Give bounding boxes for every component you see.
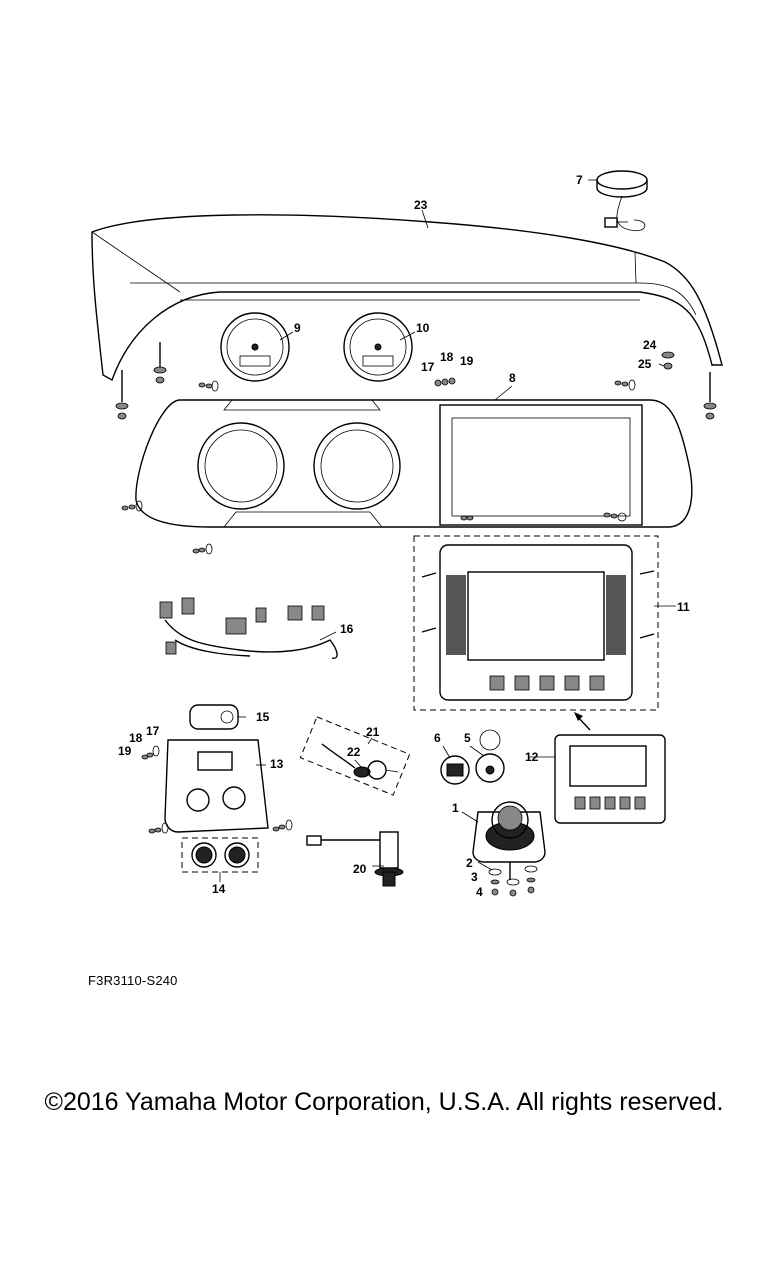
- callout-16: 16: [340, 622, 354, 636]
- callout-18b: 18: [129, 731, 143, 745]
- callout-18a: 18: [440, 350, 454, 364]
- callout-8: 8: [509, 371, 516, 385]
- part-6-socket[interactable]: [440, 755, 470, 785]
- diagram-code: F3R3110-S240: [88, 973, 178, 988]
- callout-21: 21: [366, 725, 380, 739]
- callout-labels: 7 23 9 10 24 25 17 18 19 8 11 16 15 18 1…: [118, 173, 690, 899]
- callout-2: 2: [466, 856, 473, 870]
- leader-lines: [219, 179, 676, 882]
- part-15-switch[interactable]: [189, 704, 239, 730]
- callout-19a: 19: [460, 354, 474, 368]
- switch-panel-fasteners: [141, 745, 293, 834]
- part-10-gauge[interactable]: [343, 312, 413, 382]
- callout-7: 7: [576, 173, 583, 187]
- part-12-small-display[interactable]: [554, 734, 666, 824]
- callout-1: 1: [452, 801, 459, 815]
- callout-5: 5: [464, 731, 471, 745]
- callout-10: 10: [416, 321, 430, 335]
- part-23-top-cover[interactable]: [91, 214, 723, 382]
- callout-13: 13: [270, 757, 284, 771]
- part-11-display-assembly[interactable]: [413, 535, 659, 711]
- callout-23: 23: [414, 198, 428, 212]
- callout-19b: 19: [118, 744, 132, 758]
- part-7-antenna[interactable]: [596, 170, 648, 232]
- callout-22: 22: [347, 745, 361, 759]
- part-14-knobs[interactable]: [181, 837, 259, 873]
- callout-17b: 17: [146, 724, 160, 738]
- callout-15: 15: [256, 710, 270, 724]
- callout-3: 3: [471, 870, 478, 884]
- copyright-notice: ©2016 Yamaha Motor Corporation, U.S.A. A…: [44, 1088, 724, 1116]
- callout-6: 6: [434, 731, 441, 745]
- callout-24: 24: [643, 338, 657, 352]
- part-8-dash-panel[interactable]: [135, 399, 693, 528]
- part-1-joystick[interactable]: [472, 801, 546, 880]
- callout-4: 4: [476, 885, 483, 899]
- callout-9: 9: [294, 321, 301, 335]
- part-5-socket[interactable]: [475, 729, 505, 783]
- callout-20: 20: [353, 862, 367, 876]
- panel-fasteners: [121, 377, 636, 555]
- part-13-switch-panel[interactable]: [164, 739, 269, 833]
- part-9-gauge[interactable]: [220, 312, 290, 382]
- joystick-fasteners: [488, 865, 538, 897]
- callout-11: 11: [677, 600, 690, 614]
- callout-17a: 17: [421, 360, 435, 374]
- callout-12: 12: [525, 750, 539, 764]
- cover-studs: [115, 342, 717, 420]
- part-20-sensor[interactable]: [306, 831, 404, 887]
- callout-25: 25: [638, 357, 652, 371]
- part-16-wire-harness[interactable]: [159, 597, 338, 659]
- callout-14: 14: [212, 882, 226, 896]
